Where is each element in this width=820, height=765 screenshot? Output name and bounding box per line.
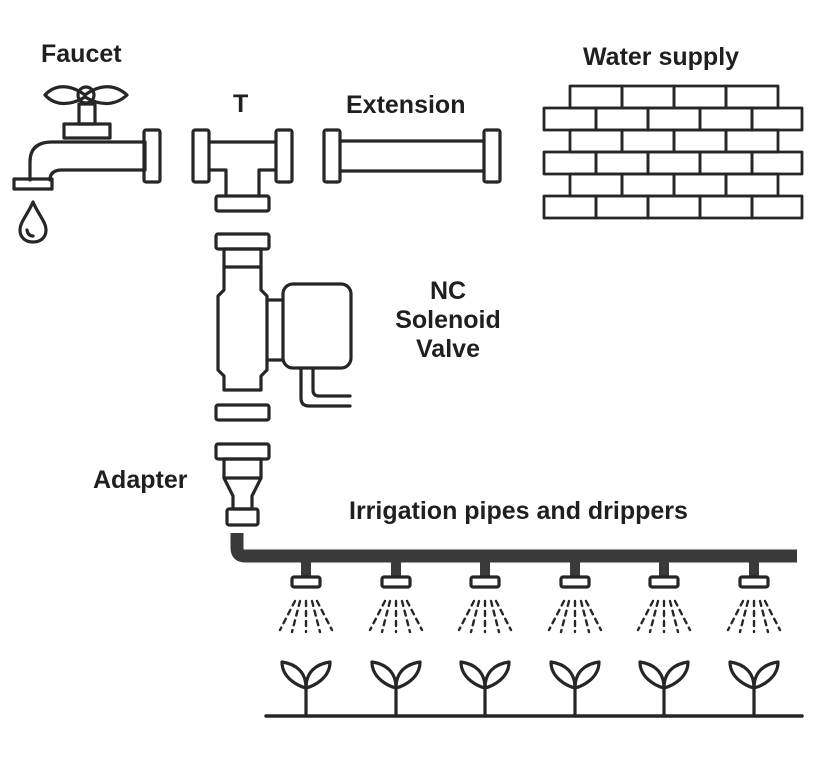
sprout-icon bbox=[638, 660, 690, 718]
spray-lines bbox=[368, 599, 424, 634]
brick-wall-icon bbox=[542, 84, 804, 220]
spray-lines bbox=[726, 599, 782, 634]
spray-lines bbox=[547, 599, 603, 634]
dripper-icon bbox=[636, 561, 692, 634]
dripper-icon bbox=[457, 561, 513, 634]
tee-label: T bbox=[233, 90, 249, 118]
irrigation-label: Irrigation pipes and drippers bbox=[349, 497, 688, 525]
dripper-icon bbox=[726, 561, 782, 634]
dripper-icon bbox=[368, 561, 424, 634]
spray-lines bbox=[636, 599, 692, 634]
extension-pipe-icon bbox=[322, 128, 502, 184]
sprout-icon bbox=[728, 660, 780, 718]
water-supply-label: Water supply bbox=[583, 43, 740, 71]
spray-lines bbox=[457, 599, 513, 634]
sprout-icon bbox=[549, 660, 601, 718]
dripper-icon bbox=[547, 561, 603, 634]
sprout-icon bbox=[370, 660, 422, 718]
valve-label-line-3: Valve bbox=[416, 334, 480, 363]
sprout-icon bbox=[459, 660, 511, 718]
faucet-icon bbox=[12, 85, 162, 191]
adapter-icon bbox=[214, 442, 271, 527]
dripper-icon bbox=[278, 561, 334, 634]
faucet-label: Faucet bbox=[41, 40, 122, 68]
valve-label-line-2: Solenoid bbox=[395, 305, 501, 334]
adapter-label: Adapter bbox=[93, 466, 188, 494]
sprout-icon bbox=[280, 660, 332, 718]
water-drop-icon bbox=[18, 200, 48, 244]
solenoid-valve-icon bbox=[214, 232, 353, 422]
irrigation-pipe bbox=[230, 533, 797, 563]
valve-label: NC Solenoid Valve bbox=[388, 277, 508, 363]
spray-lines bbox=[278, 599, 334, 634]
tee-fitting-icon bbox=[191, 128, 294, 213]
valve-label-line-1: NC bbox=[429, 277, 467, 305]
extension-label: Extension bbox=[346, 91, 466, 119]
